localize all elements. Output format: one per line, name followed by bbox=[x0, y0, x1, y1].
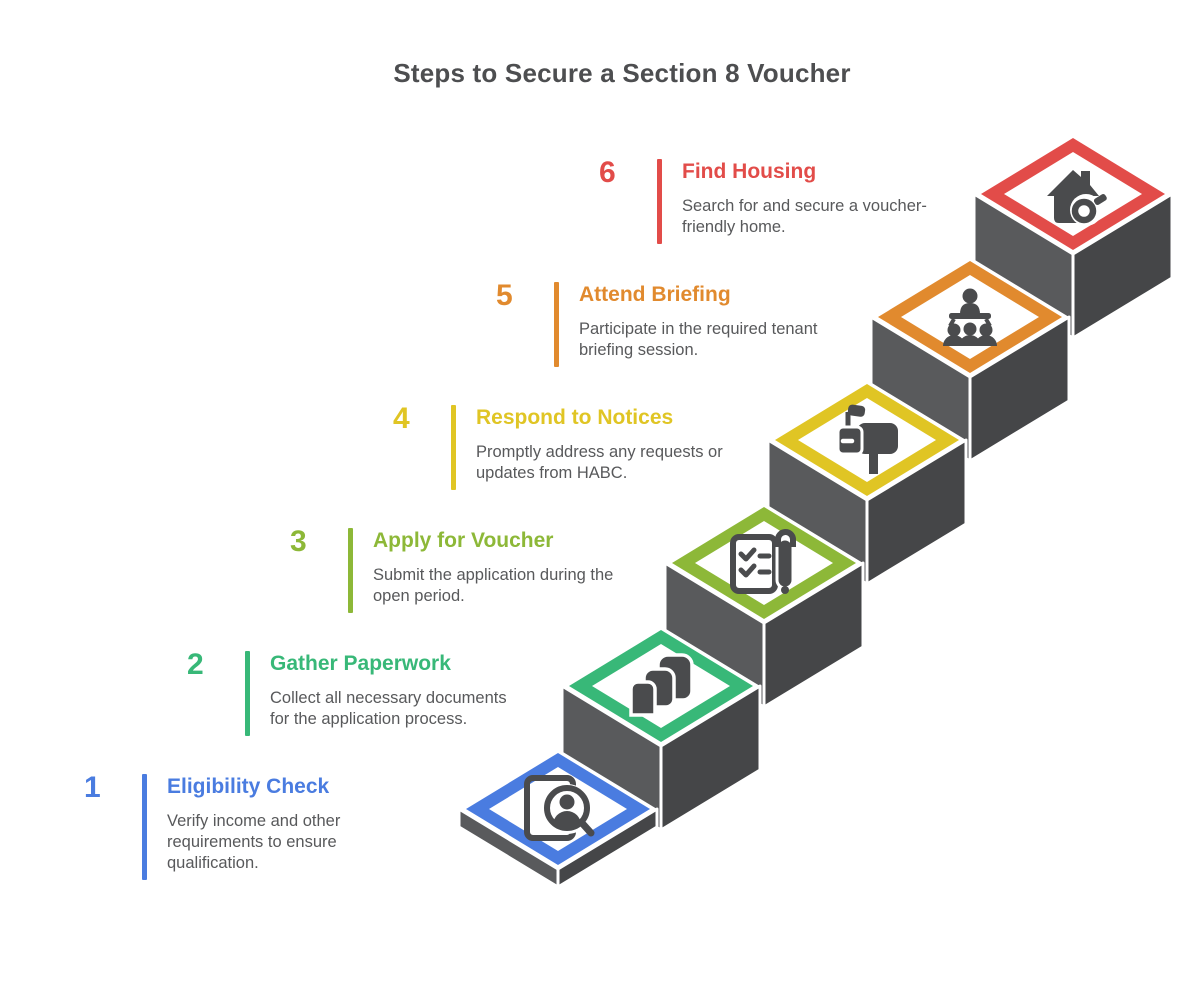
step-2-title: Gather Paperwork bbox=[270, 652, 451, 675]
step-5-description: Participate in the required tenant brief… bbox=[579, 320, 818, 359]
step-5-block bbox=[869, 257, 1071, 463]
step-2-label: 2 Gather Paperwork Collect all necessary… bbox=[187, 648, 516, 736]
step-3-description: Submit the application during the open p… bbox=[373, 566, 614, 605]
step-diamond-face bbox=[695, 521, 833, 605]
step-1-accent-bar bbox=[142, 774, 147, 880]
step-2-accent-bar bbox=[245, 651, 250, 736]
step-3-label: 3 Apply for Voucher Submit the applicati… bbox=[290, 525, 623, 613]
step-4-number: 4 bbox=[393, 402, 410, 435]
step-2-number: 2 bbox=[187, 648, 204, 681]
step-5-title: Attend Briefing bbox=[579, 283, 731, 306]
step-4-label: 4 Respond to Notices Promptly address an… bbox=[393, 402, 728, 490]
briefing-presentation-icon bbox=[943, 288, 997, 346]
mailbox-icon bbox=[836, 404, 898, 474]
document-person-search-icon bbox=[524, 775, 595, 841]
house-key-icon bbox=[1047, 170, 1107, 226]
documents-stack-icon bbox=[629, 653, 694, 717]
step-6-description: Search for and secure a voucher-friendly… bbox=[682, 197, 927, 236]
step-2-description: Collect all necessary documents for the … bbox=[270, 689, 507, 728]
step-4-block bbox=[766, 380, 968, 586]
step-1-block bbox=[457, 749, 659, 889]
checklist-pen-icon bbox=[730, 529, 796, 594]
step-3-block bbox=[663, 503, 865, 709]
step-3-accent-bar bbox=[348, 528, 353, 613]
step-2-block bbox=[560, 626, 762, 832]
step-5-number: 5 bbox=[496, 279, 513, 312]
step-6-title: Find Housing bbox=[682, 160, 817, 183]
step-1-title: Eligibility Check bbox=[167, 775, 330, 798]
step-4-description: Promptly address any requests or updates… bbox=[476, 443, 723, 482]
step-4-title: Respond to Notices bbox=[476, 406, 674, 429]
step-6-block bbox=[972, 134, 1174, 340]
step-3-title: Apply for Voucher bbox=[373, 529, 554, 552]
step-1-description: Verify income and other requirements to … bbox=[167, 812, 341, 872]
step-6-label: 6 Find Housing Search for and secure a v… bbox=[599, 156, 934, 244]
step-3-number: 3 bbox=[290, 525, 307, 558]
page-title: Steps to Secure a Section 8 Voucher bbox=[393, 58, 851, 88]
step-4-accent-bar bbox=[451, 405, 456, 490]
step-6-number: 6 bbox=[599, 156, 616, 189]
step-1-label: 1 Eligibility Check Verify income and ot… bbox=[84, 771, 367, 880]
step-5-label: 5 Attend Briefing Participate in the req… bbox=[496, 279, 829, 367]
step-5-accent-bar bbox=[554, 282, 559, 367]
step-6-accent-bar bbox=[657, 159, 662, 244]
step-1-number: 1 bbox=[84, 771, 101, 804]
